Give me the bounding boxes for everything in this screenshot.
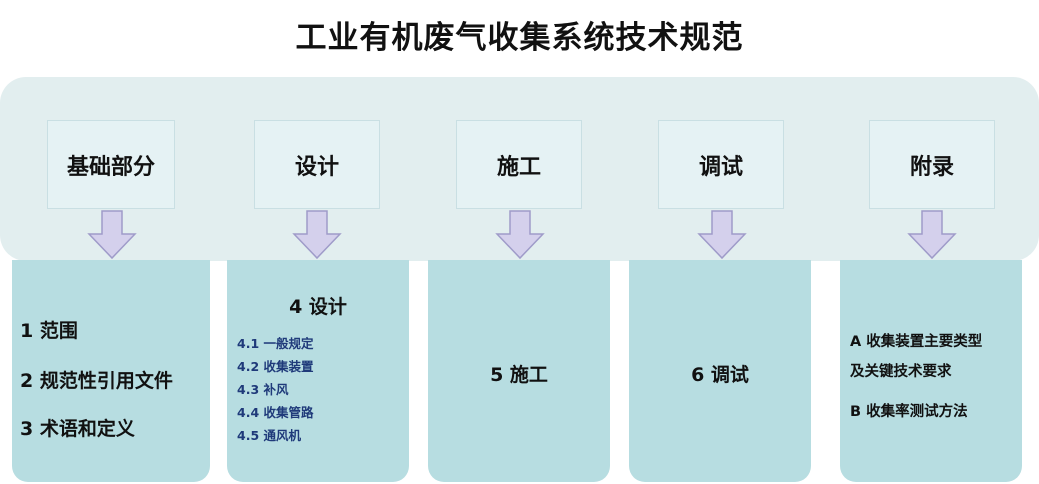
basics-item-terms: 3 术语和定义 [20,418,135,440]
appendix-item-b: B 收集率测试方法 [850,404,968,420]
appendix-item-a: A 收集装置主要类型 [850,334,983,350]
construction-text: 5 施工 [490,364,548,386]
design-subitems: 4.1 一般规定 4.2 收集装置 4.3 补风 4.4 收集管路 4.5 通风… [237,332,314,447]
card-commissioning: 6 调试 [629,260,811,482]
card-appendix: A 收集装置主要类型 及关键技术要求 B 收集率测试方法 [840,260,1022,482]
design-heading: 4 设计 [289,296,347,318]
header-box-basics: 基础部分 [47,120,175,209]
card-construction: 5 施工 [428,260,610,482]
down-arrow-icon [495,210,545,260]
design-subitem: 4.1 一般规定 [237,336,314,351]
header-box-design: 设计 [254,120,380,209]
page-title: 工业有机废气收集系统技术规范 [295,20,744,56]
header-box-commissioning: 调试 [658,120,784,209]
down-arrow-icon [697,210,747,260]
basics-item-scope: 1 范围 [20,320,78,342]
design-subitem: 4.4 收集管路 [237,405,314,420]
down-arrow-icon [907,210,957,260]
header-box-appendix: 附录 [869,120,995,209]
design-subitem: 4.5 通风机 [237,428,301,443]
header-box-construction: 施工 [456,120,582,209]
down-arrow-icon [87,210,137,260]
card-basics: 1 范围 2 规范性引用文件 3 术语和定义 [12,260,210,482]
design-subitem: 4.2 收集装置 [237,359,314,374]
commissioning-text: 6 调试 [691,364,749,386]
appendix-item-a-cont: 及关键技术要求 [850,364,952,380]
down-arrow-icon [292,210,342,260]
card-design: 4 设计 4.1 一般规定 4.2 收集装置 4.3 补风 4.4 收集管路 4… [227,260,409,482]
design-subitem: 4.3 补风 [237,382,289,397]
basics-item-references: 2 规范性引用文件 [20,370,173,392]
